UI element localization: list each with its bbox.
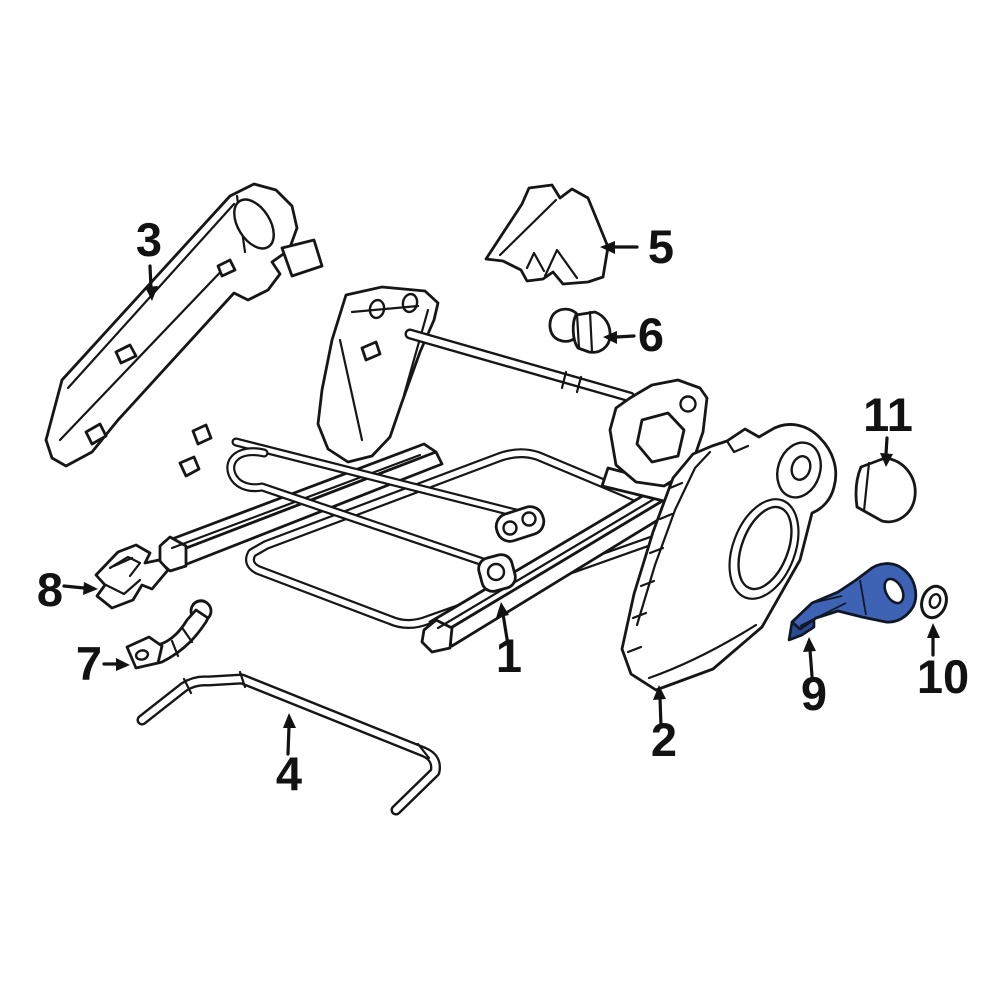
rear-frame-bar (231, 437, 525, 519)
callout-3-number: 3 (136, 213, 162, 266)
callout-2-number: 2 (651, 713, 677, 766)
callout-5-number: 5 (648, 220, 674, 273)
callout-8-number: 8 (37, 563, 63, 616)
callout-4-number: 4 (276, 747, 302, 800)
callout-4-arrow (286, 724, 291, 756)
part-9-recliner-handle-highlighted (787, 562, 918, 642)
part-4-support-bar (136, 670, 441, 816)
adjuster-rod (226, 447, 497, 570)
part-3-inner-side-shield (44, 182, 324, 468)
callout-9-number: 9 (801, 667, 827, 720)
callout-11: 11 (863, 388, 913, 467)
callout-9: 9 (801, 637, 827, 720)
callout-1-number: 1 (496, 629, 522, 682)
callout-2-arrow (658, 696, 663, 728)
callout-1: 1 (496, 602, 522, 682)
callout-6-arrow (614, 334, 636, 339)
callout-2: 2 (651, 685, 677, 766)
part-2-outer-side-shield (620, 423, 838, 692)
callout-10: 10 (917, 623, 969, 703)
callout-7-number: 7 (76, 637, 102, 690)
left-riser-bracket (316, 285, 440, 464)
callout-9-arrow (808, 648, 814, 678)
part-3-head-recess (233, 198, 275, 250)
callout-8-arrow (62, 584, 86, 590)
callout-11-arrow (884, 436, 889, 456)
part-3-side-tab (280, 238, 324, 278)
callout-3: 3 (136, 213, 162, 301)
part-7-link-bracket (125, 599, 213, 670)
callout-4: 4 (276, 713, 302, 800)
part-5-mount-bracket (484, 183, 610, 286)
part-2-handle-opening (737, 505, 793, 591)
part-8-clip (94, 543, 170, 610)
part-10-washer (920, 584, 948, 620)
right-riser-bracket (600, 378, 709, 504)
callout-10-number: 10 (917, 650, 969, 703)
rail-double-hole-bracket (494, 505, 546, 543)
part-9-shaft-hole (883, 577, 905, 605)
callout-3-arrow (148, 264, 153, 290)
callout-8: 8 (37, 563, 98, 616)
callout-5: 5 (600, 220, 674, 273)
callout-7: 7 (76, 637, 130, 690)
part-11-knob-cap (854, 456, 917, 524)
callout-6: 6 (603, 308, 664, 361)
callout-11-number: 11 (863, 388, 913, 441)
part-9-lever-body (790, 562, 918, 631)
part-1-seat-track-assembly (158, 285, 722, 654)
part-6-bolt (548, 307, 612, 354)
rail-pivot-bracket (477, 553, 517, 593)
callout-6-number: 6 (638, 308, 664, 361)
callout-1-arrow (501, 612, 510, 647)
upper-cross-tube (404, 328, 636, 403)
